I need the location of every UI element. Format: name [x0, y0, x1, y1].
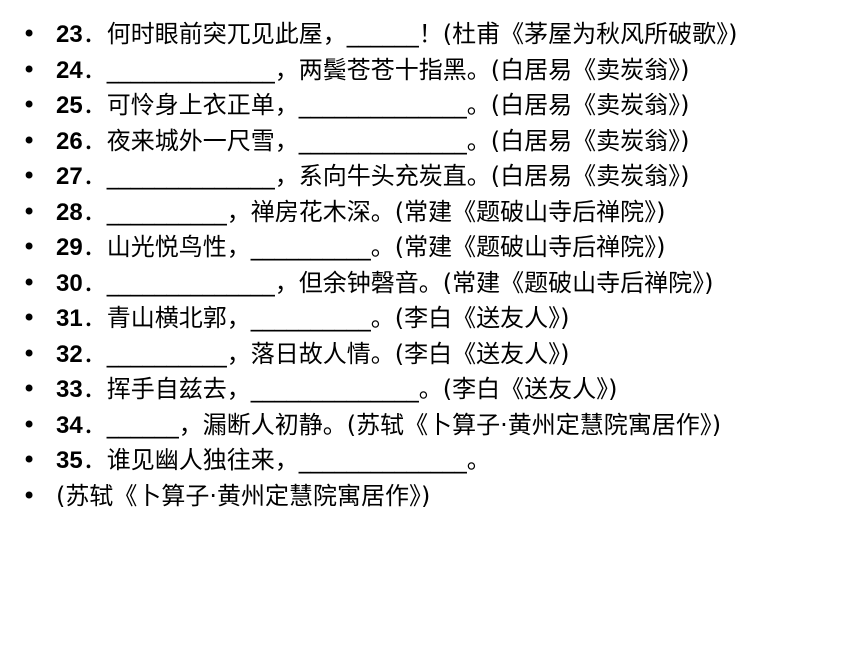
- item-number: 27: [56, 163, 83, 190]
- item-text: ．青山横北郭，__________。(李白《送友人》): [82, 304, 570, 332]
- bullet-icon: •: [22, 446, 37, 474]
- list-item: • 30．______________，但余钟磬音。(常建《题破山寺后禅院》): [22, 269, 822, 298]
- item-number: 29: [56, 234, 83, 261]
- bullet-icon: •: [22, 304, 37, 332]
- item-text: ．可怜身上衣正单，______________。(白居易《卖炭翁》): [82, 91, 690, 119]
- item-number: 28: [56, 198, 83, 226]
- item-text: ．______________，系向牛头充炭直。(白居易《卖炭翁》): [82, 162, 690, 190]
- bullet-icon: •: [22, 20, 37, 48]
- bullet-icon: •: [22, 162, 37, 190]
- list-item: • 35．谁见幽人独往来，______________。: [22, 446, 822, 475]
- item-text: (苏轼《卜算子·黄州定慧院寓居作》): [56, 481, 431, 510]
- item-number: 26: [56, 127, 83, 155]
- list-item: • 24．______________，两鬓苍苍十指黑。(白居易《卖炭翁》): [22, 56, 822, 85]
- item-text: ．谁见幽人独往来，______________。: [82, 446, 491, 474]
- bullet-icon: •: [22, 197, 37, 226]
- item-number: 32: [56, 340, 83, 368]
- item-text: ．山光悦鸟性，__________。(常建《题破山寺后禅院》): [82, 233, 666, 261]
- list-item: • 27．______________，系向牛头充炭直。(白居易《卖炭翁》): [22, 162, 822, 191]
- item-text: ．何时眼前突兀见此屋，______！(杜甫《茅屋为秋风所破歌》): [82, 20, 738, 48]
- list-item: • 25．可怜身上衣正单，______________。(白居易《卖炭翁》): [22, 91, 822, 120]
- list-item: • 29．山光悦鸟性，__________。(常建《题破山寺后禅院》): [22, 233, 822, 262]
- list-item: • 32．__________，落日故人情。(李白《送友人》): [22, 340, 822, 369]
- list-item: • 23．何时眼前突兀见此屋，______！(杜甫《茅屋为秋风所破歌》): [22, 20, 822, 49]
- item-number: 33: [56, 376, 83, 403]
- item-number: 24: [56, 56, 83, 84]
- item-text: ．______，漏断人初静。(苏轼《卜算子·黄州定慧院寓居作》): [82, 410, 722, 439]
- question-list: •23．何时眼前突兀见此屋，______！(杜甫《茅屋为秋风所破歌》) •24．…: [22, 20, 822, 517]
- item-text: ．__________，禅房花木深。(常建《题破山寺后禅院》): [82, 197, 666, 226]
- item-number: 31: [56, 305, 83, 332]
- item-number: 35: [56, 447, 83, 474]
- item-text: ．挥手自兹去，______________。(李白《送友人》): [82, 375, 618, 403]
- list-item: • 28．__________，禅房花木深。(常建《题破山寺后禅院》): [22, 198, 822, 227]
- item-number: 23: [56, 21, 83, 48]
- bullet-icon: •: [22, 481, 37, 510]
- bullet-icon: •: [22, 410, 37, 439]
- bullet-icon: •: [22, 55, 37, 84]
- item-text: ．______________，但余钟磬音。(常建《题破山寺后禅院》): [82, 268, 714, 297]
- list-item: • 33．挥手自兹去，______________。(李白《送友人》): [22, 375, 822, 404]
- bullet-icon: •: [22, 91, 37, 119]
- item-text: ．夜来城外一尺雪，______________。(白居易《卖炭翁》): [82, 126, 690, 155]
- list-item: • 26．夜来城外一尺雪，______________。(白居易《卖炭翁》): [22, 127, 822, 156]
- list-item: • (苏轼《卜算子·黄州定慧院寓居作》): [22, 482, 822, 511]
- bullet-icon: •: [22, 126, 37, 155]
- bullet-icon: •: [22, 233, 37, 261]
- item-number: 30: [56, 269, 83, 297]
- bullet-icon: •: [22, 375, 37, 403]
- list-item: • 31．青山横北郭，__________。(李白《送友人》): [22, 304, 822, 333]
- item-text: ．__________，落日故人情。(李白《送友人》): [82, 339, 570, 368]
- item-number: 34: [56, 411, 83, 439]
- list-item: • 34．______，漏断人初静。(苏轼《卜算子·黄州定慧院寓居作》): [22, 411, 822, 440]
- bullet-icon: •: [22, 339, 37, 368]
- item-text: ．______________，两鬓苍苍十指黑。(白居易《卖炭翁》): [82, 55, 690, 84]
- item-number: 25: [56, 92, 83, 119]
- bullet-icon: •: [22, 268, 37, 297]
